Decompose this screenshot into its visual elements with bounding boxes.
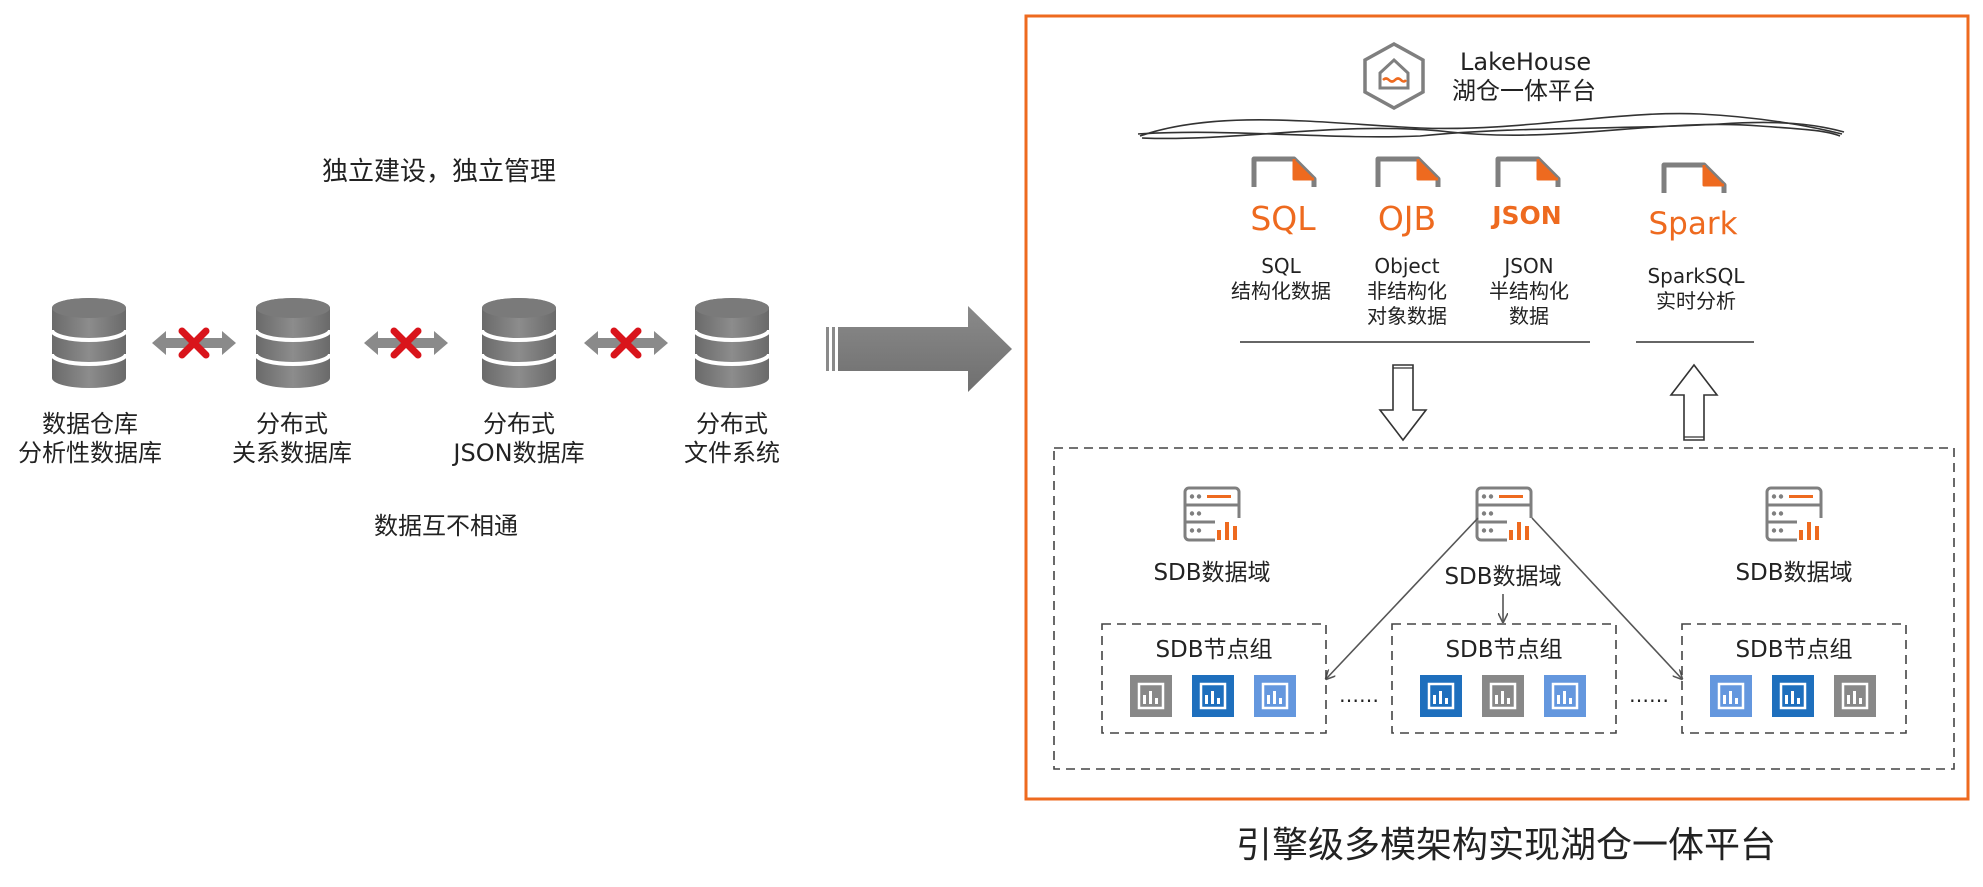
node-chart-icon bbox=[1192, 675, 1234, 717]
svg-text:Spark: Spark bbox=[1648, 206, 1737, 242]
left-heading: 独立建设，独立管理 bbox=[322, 157, 556, 187]
node-group-label: SDB节点组 bbox=[1445, 637, 1562, 663]
format-label-line1: SQL bbox=[1261, 254, 1301, 278]
sdb-domain-label: SDB数据域 bbox=[1735, 560, 1852, 586]
node-chart-icon bbox=[1772, 675, 1814, 717]
left-footer: 数据互不相通 bbox=[374, 512, 518, 540]
object-file-icon: OJB bbox=[1378, 159, 1438, 238]
blocked-link-icon bbox=[364, 331, 448, 355]
blocked-link-icon bbox=[584, 331, 668, 355]
node-chart-icon bbox=[1130, 675, 1172, 717]
format-label-line1: Object bbox=[1374, 254, 1439, 278]
node-chart-icon bbox=[1482, 675, 1524, 717]
format-label-line2: 非结构化 bbox=[1367, 279, 1447, 303]
ellipsis: …… bbox=[1629, 683, 1669, 707]
svg-text:SQL: SQL bbox=[1250, 199, 1316, 238]
database-icon bbox=[480, 296, 558, 390]
node-chart-icon bbox=[1834, 675, 1876, 717]
node-chart-icon bbox=[1254, 675, 1296, 717]
db-label-line2: JSON数据库 bbox=[451, 439, 584, 467]
sdb-node-group bbox=[1391, 623, 1617, 734]
format-label-line2: 结构化数据 bbox=[1231, 279, 1331, 303]
node-chart-icon bbox=[1710, 675, 1752, 717]
svg-text:OJB: OJB bbox=[1378, 199, 1436, 238]
format-label-line2: 实时分析 bbox=[1656, 289, 1736, 313]
node-chart-icon bbox=[1544, 675, 1586, 717]
sdb-domain-label: SDB数据域 bbox=[1153, 560, 1270, 586]
db-label-line2: 关系数据库 bbox=[232, 439, 352, 467]
sdb-node-group bbox=[1681, 623, 1907, 734]
sdb-domain-label: SDB数据域 bbox=[1444, 564, 1561, 590]
down-arrow-icon bbox=[1378, 364, 1428, 442]
database-icon bbox=[693, 296, 771, 390]
format-label-line1: SparkSQL bbox=[1647, 264, 1745, 288]
platform-caption: 引擎级多模架构实现湖仓一体平台 bbox=[1236, 825, 1776, 866]
db-label-line1: 分布式 bbox=[696, 410, 768, 438]
svg-text:JSON: JSON bbox=[1490, 201, 1561, 230]
node-group-label: SDB节点组 bbox=[1735, 637, 1852, 663]
node-group-label: SDB节点组 bbox=[1155, 637, 1272, 663]
node-icons bbox=[1130, 675, 1876, 717]
server-icon bbox=[1475, 486, 1535, 544]
sdb-cluster-frame bbox=[1053, 447, 1955, 770]
database-icon bbox=[50, 296, 128, 390]
lake-wave-lines bbox=[1137, 112, 1845, 140]
big-right-arrow-icon bbox=[826, 306, 1012, 392]
database-icon bbox=[254, 296, 332, 390]
house-icon bbox=[1363, 42, 1425, 110]
domain-connectors bbox=[1326, 517, 1682, 679]
sdb-node-group bbox=[1101, 623, 1327, 734]
db-label-line2: 文件系统 bbox=[684, 439, 780, 467]
platform-name-cn: 湖仓一体平台 bbox=[1452, 77, 1596, 105]
server-icon bbox=[1183, 486, 1243, 544]
json-file-icon: JSON bbox=[1490, 159, 1562, 230]
server-icon bbox=[1765, 486, 1825, 544]
platform-name-en: LakeHouse bbox=[1460, 48, 1591, 76]
sql-file-icon: SQL bbox=[1250, 159, 1316, 238]
format-label-line3: 数据 bbox=[1509, 304, 1549, 328]
ellipsis: …… bbox=[1339, 683, 1379, 707]
blocked-link-icon bbox=[152, 331, 236, 355]
format-label-line1: JSON bbox=[1502, 254, 1553, 278]
up-arrow-icon bbox=[1669, 363, 1719, 441]
format-label-line2: 半结构化 bbox=[1489, 279, 1569, 303]
db-label-line2: 分析性数据库 bbox=[18, 439, 162, 467]
format-label-line3: 对象数据 bbox=[1367, 304, 1447, 328]
db-label-line1: 分布式 bbox=[256, 410, 328, 438]
db-label-line1: 数据仓库 bbox=[42, 410, 138, 438]
node-chart-icon bbox=[1420, 675, 1462, 717]
spark-file-icon: Spark bbox=[1648, 165, 1738, 242]
db-label-line1: 分布式 bbox=[483, 410, 555, 438]
lakehouse-frame bbox=[1024, 14, 1970, 801]
